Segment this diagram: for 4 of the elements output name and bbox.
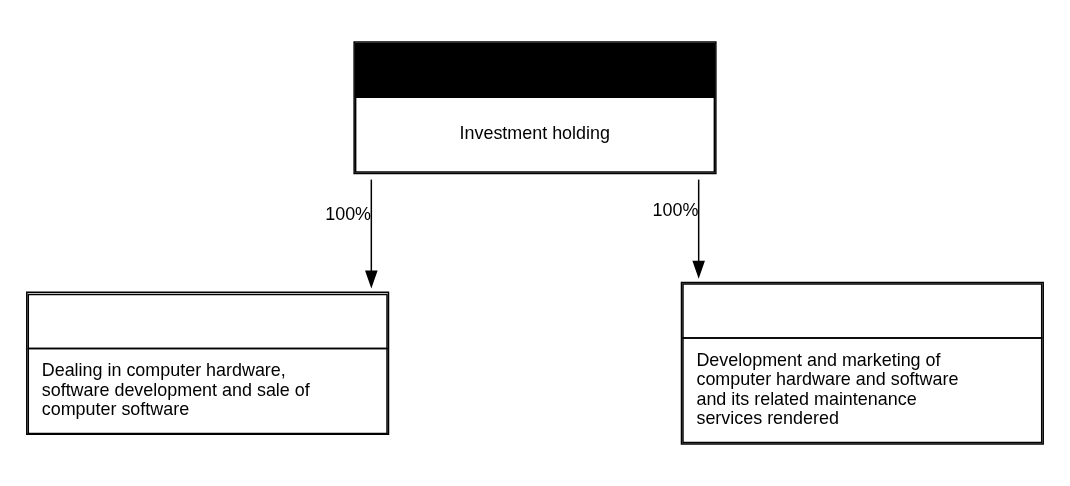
edge-label: 100% bbox=[652, 199, 699, 220]
edge-label: 100% bbox=[325, 204, 372, 225]
arrow bbox=[692, 178, 705, 279]
arrow bbox=[365, 178, 378, 289]
